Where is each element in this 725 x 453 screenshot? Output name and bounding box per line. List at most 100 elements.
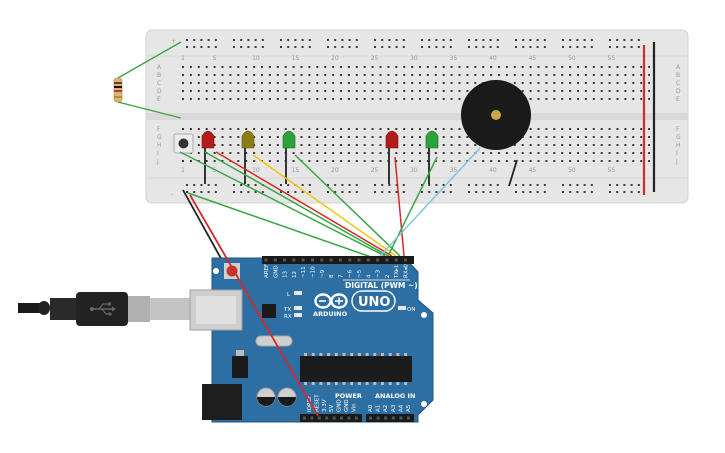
column-number: 30: [410, 167, 418, 174]
analog-header: [366, 414, 414, 422]
rail-sign-plus: +: [171, 38, 176, 45]
analog-pin-label: A2: [383, 405, 389, 412]
digital-pin-label: ~5: [357, 269, 363, 278]
power-pin-label: 3.3V: [322, 399, 328, 412]
rail-sign-minus: -: [171, 191, 173, 198]
row-letter: C: [676, 80, 680, 87]
column-number: 40: [489, 55, 497, 62]
push-button[interactable]: [173, 133, 194, 154]
power-pin-label: GND: [337, 399, 343, 412]
power-header: [300, 414, 362, 422]
analog-label: ANALOG IN: [375, 392, 415, 400]
column-numbers: 1155101015152020252530303535404045455050…: [181, 55, 615, 174]
power-pin-label: 5V: [329, 405, 335, 412]
rx-label: RX: [284, 314, 292, 320]
analog-pin-label: A3: [391, 404, 397, 412]
row-letter: C: [157, 80, 161, 87]
row-letter: J: [675, 158, 678, 165]
row-letter: B: [676, 72, 680, 79]
chip-pins: [304, 353, 408, 385]
led-red-1: [201, 130, 215, 184]
wire-5v-red: [189, 194, 319, 417]
row-letter: E: [157, 96, 161, 103]
tx-label: TX: [283, 307, 291, 313]
digital-header: [262, 256, 414, 264]
column-number: 35: [450, 167, 458, 174]
row-letter: G: [157, 134, 162, 141]
digital-pin-label: 12: [292, 271, 298, 278]
on-led-label: ON: [407, 307, 415, 313]
column-number: 50: [568, 167, 576, 174]
column-number: 20: [331, 55, 339, 62]
column-number: 10: [252, 167, 260, 174]
row-letter: H: [676, 142, 681, 149]
column-number: 40: [489, 167, 497, 174]
column-number: 1: [181, 55, 185, 62]
column-number: 15: [292, 167, 300, 174]
signal-wires: [179, 147, 481, 259]
column-number: 30: [410, 55, 418, 62]
digital-pin-label: GND: [273, 265, 279, 278]
arduino-infinity-icon: [314, 293, 348, 309]
bottom-pin-holes: [303, 416, 410, 420]
analog-pin-label: A0: [368, 404, 374, 412]
digital-pin-label: 8: [329, 274, 335, 278]
digital-pin-label: 7: [338, 274, 344, 278]
column-number: 1: [181, 167, 185, 174]
column-number: 55: [608, 55, 616, 62]
analog-pin-label: A1: [376, 405, 382, 412]
led-yellow: [241, 130, 255, 184]
digital-pin-label: RX◂0: [404, 264, 410, 278]
power-pin-label: RESET: [314, 394, 320, 412]
model-label: UNO: [358, 295, 391, 310]
digital-pin-label: 13: [283, 271, 289, 278]
analog-pin-label: A4: [398, 404, 404, 412]
column-number: 45: [529, 167, 537, 174]
column-number: 20: [331, 167, 339, 174]
column-number: 10: [252, 55, 260, 62]
l-led-label: L: [287, 292, 291, 298]
row-letter: D: [157, 88, 162, 95]
column-number: 25: [371, 55, 379, 62]
column-number: 5: [213, 55, 217, 62]
digital-pin-label: ~10: [311, 266, 317, 278]
breadboard: 1155101015152020252530303535404045455050…: [145, 29, 689, 204]
power-label: POWER: [335, 392, 362, 400]
column-number: 5: [213, 167, 217, 174]
usb-cable: [18, 292, 198, 326]
row-letter: F: [157, 126, 161, 133]
digital-pin-label: TX▸1: [394, 265, 400, 279]
usb-icon: [90, 302, 116, 316]
row-letter: I: [676, 150, 678, 157]
column-number: 50: [568, 55, 576, 62]
digital-pin-holes: [264, 258, 407, 262]
row-letter: B: [157, 72, 161, 79]
led-red-2: [385, 130, 399, 184]
column-number: 15: [292, 55, 300, 62]
digital-pin-label: ~11: [301, 266, 307, 278]
row-letter: E: [676, 96, 680, 103]
row-letter: F: [676, 126, 680, 133]
microcontroller-chip: [300, 356, 412, 382]
digital-pin-label: ~9: [320, 269, 326, 278]
column-number: 45: [529, 55, 537, 62]
digital-pin-label: 4: [366, 274, 372, 278]
row-letter: H: [157, 142, 162, 149]
column-number: 55: [608, 167, 616, 174]
resistor: [113, 41, 182, 119]
power-pin-label: GND: [344, 399, 350, 412]
row-letter: A: [157, 64, 162, 71]
piezo-buzzer: [461, 80, 531, 187]
digital-pin-label: 2: [385, 275, 391, 279]
digital-pin-label: AREF: [264, 264, 270, 278]
digital-pin-label: ~6: [348, 269, 354, 278]
led-green-2: [425, 130, 439, 184]
row-letter: G: [676, 134, 681, 141]
analog-pin-label: A5: [406, 404, 412, 412]
digital-label: DIGITAL (PWM ~): [345, 281, 418, 290]
power-pin-label: Vin: [351, 403, 357, 412]
